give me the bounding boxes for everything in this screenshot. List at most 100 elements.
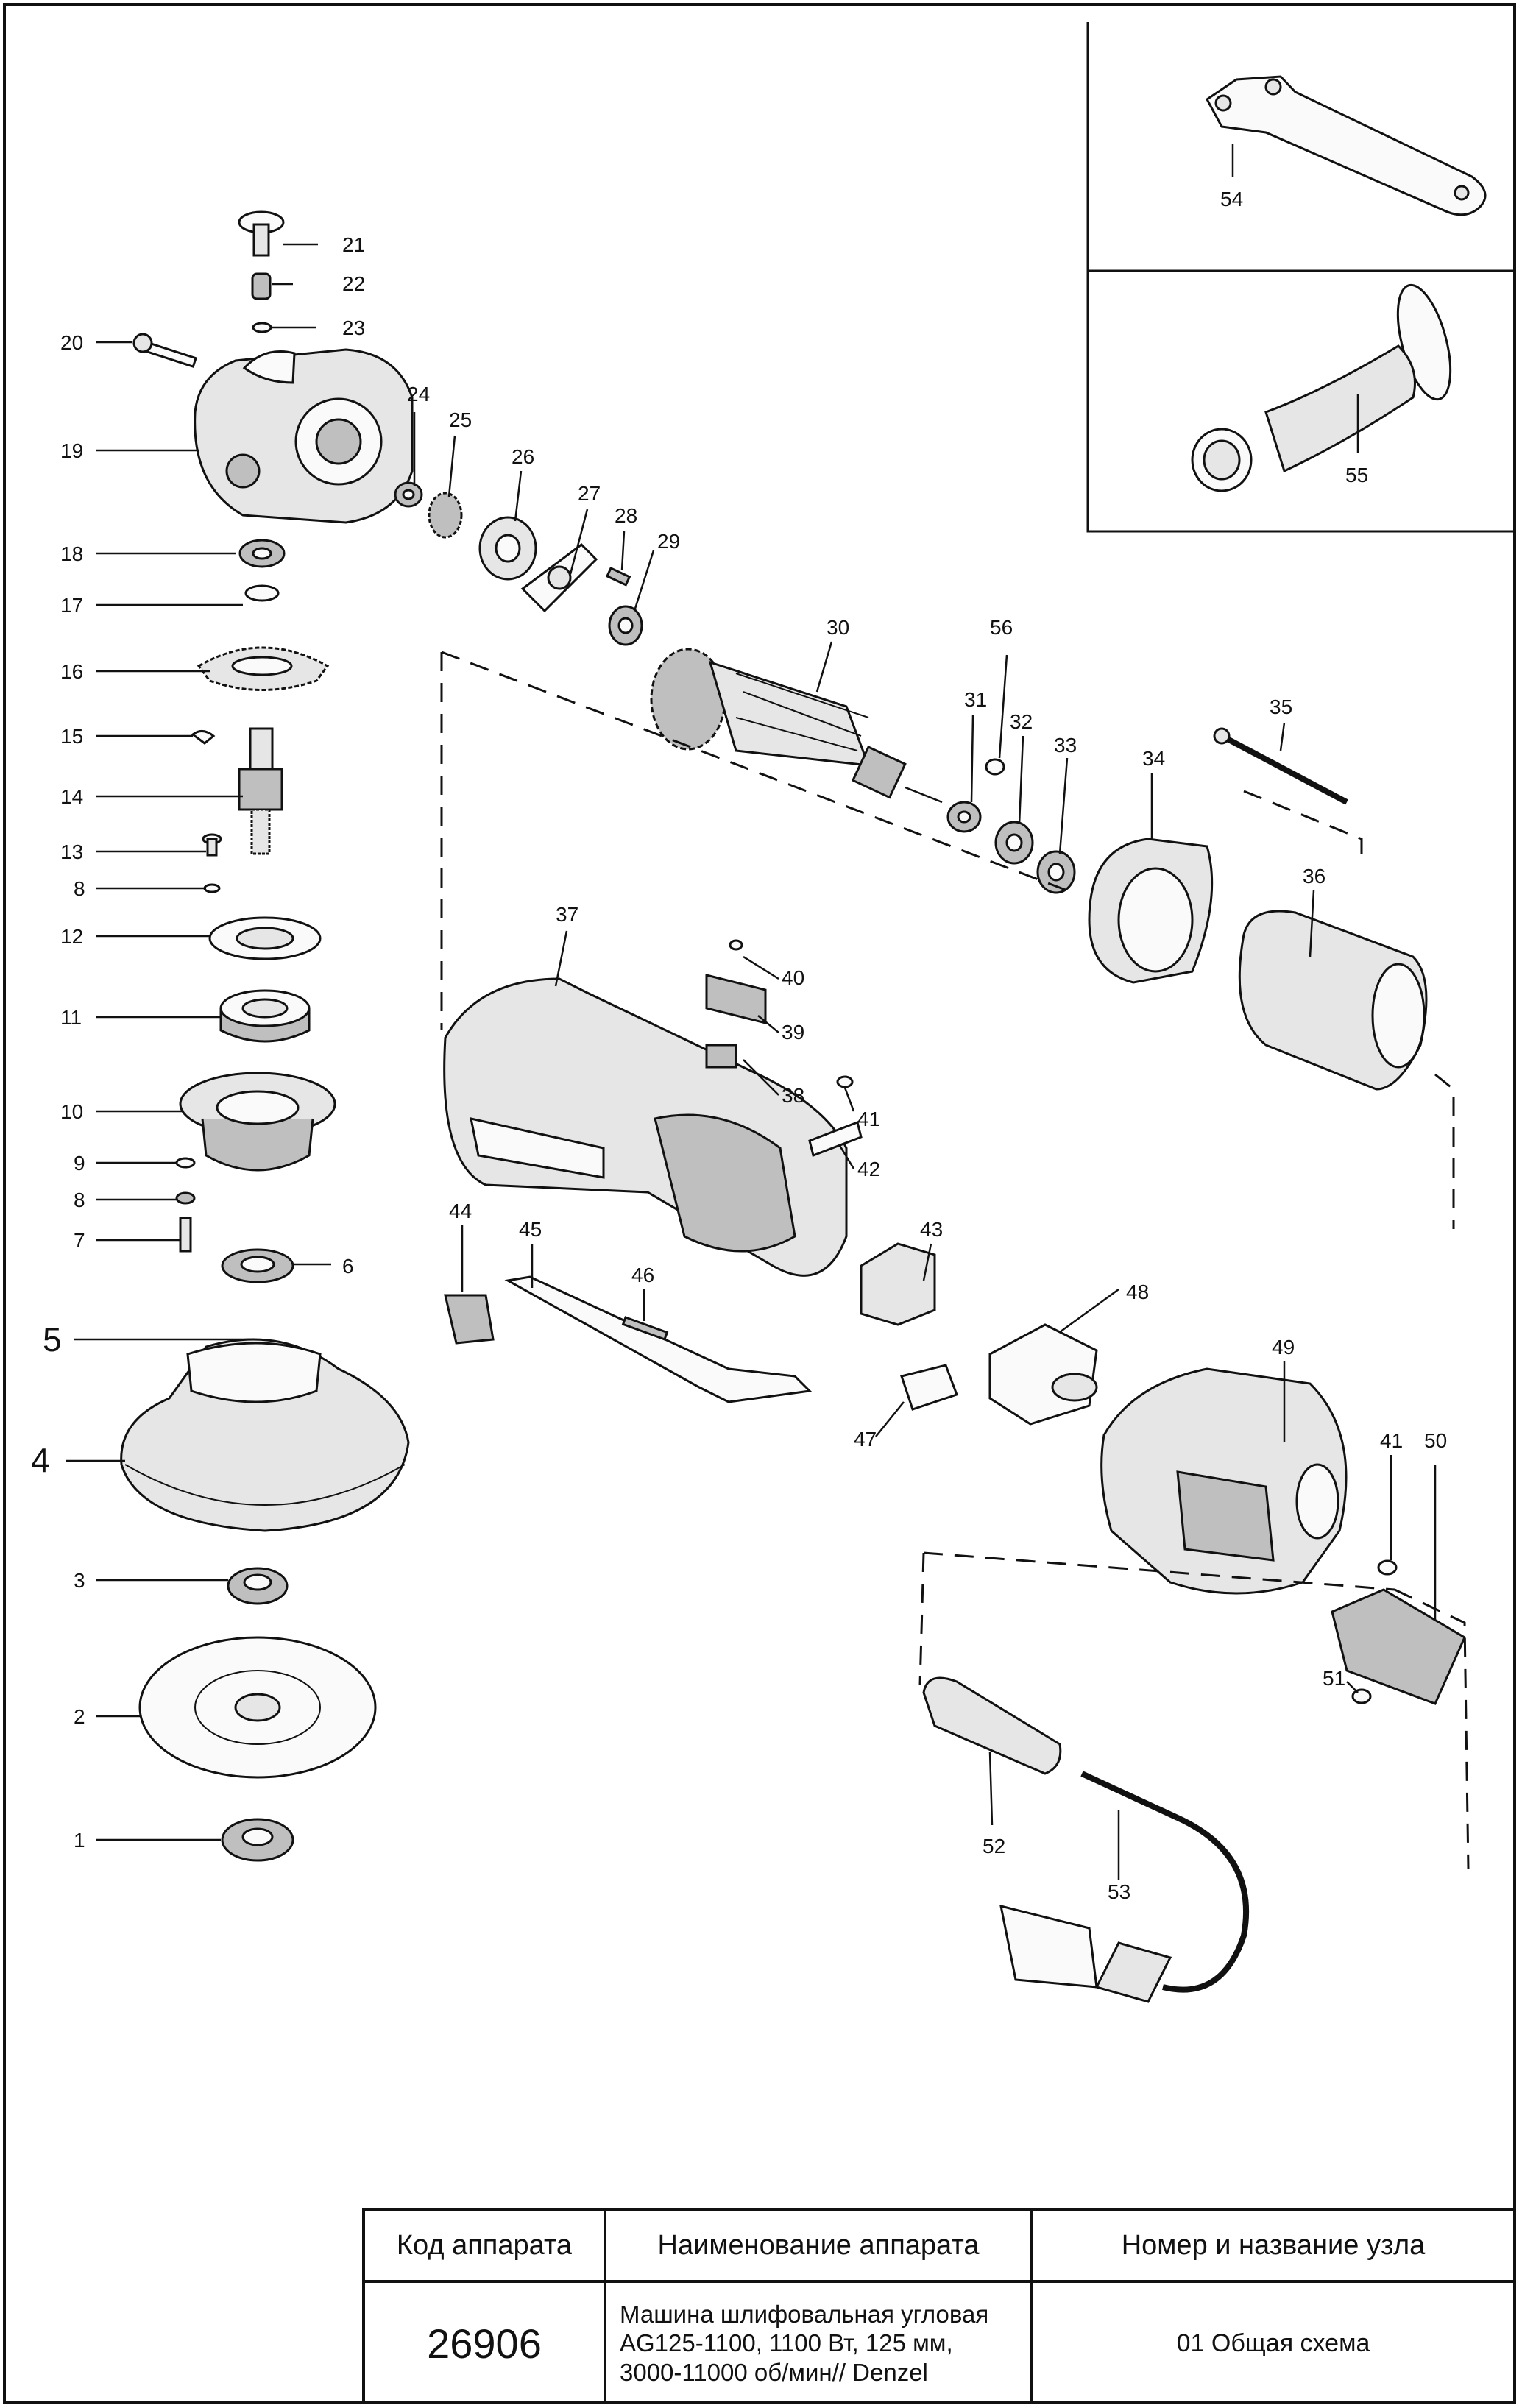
bearing-cover-10 xyxy=(179,1072,336,1172)
label-8-top: 8 xyxy=(74,877,85,900)
label-30: 30 xyxy=(827,616,849,639)
plate-27 xyxy=(520,543,598,613)
flange-6 xyxy=(221,1248,294,1283)
washer-9 xyxy=(175,1157,196,1169)
label-27: 27 xyxy=(578,482,601,505)
device-name-line-3: 3000-11000 об/мин// Denzel xyxy=(620,2358,928,2386)
inner-flange-3 xyxy=(227,1567,289,1605)
armature-30 xyxy=(650,648,943,804)
switch-rod-45 xyxy=(504,1275,813,1403)
spindle-14 xyxy=(238,727,283,855)
screw-41-lower xyxy=(1377,1559,1398,1576)
label-7: 7 xyxy=(74,1229,85,1252)
leader-lines xyxy=(66,144,1437,1880)
label-41-lower: 41 xyxy=(1380,1429,1403,1452)
rear-housing-49 xyxy=(1100,1367,1348,1595)
label-46: 46 xyxy=(631,1264,654,1286)
stator-36 xyxy=(1238,910,1428,1091)
label-20: 20 xyxy=(60,331,83,354)
switch-button-44 xyxy=(444,1294,495,1345)
filter-47 xyxy=(900,1364,958,1411)
title-block-table: Код аппарата Наименование аппарата Номер… xyxy=(362,2208,1513,2404)
grinding-disc-2 xyxy=(138,1636,377,1779)
spring-22 xyxy=(251,272,272,300)
label-36: 36 xyxy=(1303,865,1325,888)
header-code: Код аппарата xyxy=(365,2211,606,2283)
label-34: 34 xyxy=(1142,747,1165,770)
header-name: Наименование аппарата xyxy=(606,2211,1033,2283)
label-3: 3 xyxy=(74,1569,85,1592)
device-name-line-2: AG125-1100, 1100 Вт, 125 мм, xyxy=(620,2329,953,2357)
label-39: 39 xyxy=(782,1021,804,1044)
washer-8-bottom xyxy=(175,1191,196,1205)
nut-24 xyxy=(394,481,423,508)
label-4: 4 xyxy=(31,1441,50,1479)
screw-40 xyxy=(729,939,743,951)
label-38: 38 xyxy=(782,1084,804,1107)
key-15 xyxy=(191,730,216,745)
label-55: 55 xyxy=(1345,464,1368,486)
bearing-18 xyxy=(238,539,286,568)
label-35: 35 xyxy=(1270,695,1292,718)
label-2: 2 xyxy=(74,1705,85,1728)
label-23: 23 xyxy=(342,316,365,339)
label-54: 54 xyxy=(1220,188,1243,210)
label-13: 13 xyxy=(60,840,83,863)
brush-38 xyxy=(705,1044,737,1069)
gear-housing-37 xyxy=(443,977,848,1277)
label-56: 56 xyxy=(990,616,1013,639)
label-40: 40 xyxy=(782,966,804,989)
label-29: 29 xyxy=(657,530,680,553)
screw-41-upper xyxy=(836,1075,854,1088)
washer-8-top xyxy=(203,883,221,893)
label-25: 25 xyxy=(449,408,472,431)
screw-35 xyxy=(1213,727,1348,805)
cover-50 xyxy=(1331,1588,1466,1705)
spring-46 xyxy=(621,1316,669,1341)
label-8-bottom: 8 xyxy=(74,1189,85,1211)
label-47: 47 xyxy=(854,1428,877,1451)
label-37: 37 xyxy=(556,903,578,926)
label-19: 19 xyxy=(60,439,83,462)
drawing-sheet-frame xyxy=(3,3,1516,2404)
label-10: 10 xyxy=(60,1100,83,1123)
device-code: 26906 xyxy=(365,2283,606,2404)
label-16: 16 xyxy=(60,660,83,683)
label-41-upper: 41 xyxy=(857,1108,880,1130)
label-5: 5 xyxy=(43,1320,62,1359)
label-14: 14 xyxy=(60,785,83,808)
plate-12 xyxy=(208,916,322,960)
label-26: 26 xyxy=(512,445,534,468)
side-handle-part xyxy=(1191,283,1452,492)
screw-28 xyxy=(605,567,631,587)
label-21: 21 xyxy=(342,233,365,256)
label-1: 1 xyxy=(74,1829,85,1852)
wheel-guard-4-5 xyxy=(120,1338,410,1532)
label-31: 31 xyxy=(964,688,987,711)
label-52: 52 xyxy=(983,1835,1005,1858)
pinion-25 xyxy=(428,492,463,539)
label-44: 44 xyxy=(449,1200,472,1222)
bearing-11 xyxy=(219,989,311,1043)
label-43: 43 xyxy=(920,1218,943,1241)
part-number-labels: 21 22 23 20 19 18 17 16 15 14 13 8 12 11… xyxy=(31,188,1447,1903)
device-name-line-1: Машина шлифовальная угловая xyxy=(620,2300,989,2328)
screw-13 xyxy=(202,833,222,857)
switch-43 xyxy=(860,1242,936,1326)
label-33: 33 xyxy=(1054,734,1077,757)
label-24: 24 xyxy=(407,383,430,406)
screw-7 xyxy=(179,1217,192,1253)
label-9: 9 xyxy=(74,1152,85,1175)
label-22: 22 xyxy=(342,272,365,295)
screw-51 xyxy=(1351,1688,1372,1704)
spanner-wrench-part xyxy=(1206,75,1487,216)
clamp-nut-1 xyxy=(221,1818,294,1862)
washer-31 xyxy=(946,801,982,833)
circlip-17 xyxy=(244,584,280,602)
label-28: 28 xyxy=(615,504,637,527)
screw-20 xyxy=(132,333,197,369)
bearing-32 xyxy=(994,821,1034,865)
label-49: 49 xyxy=(1272,1336,1295,1359)
gear-head-housing-part xyxy=(194,348,414,524)
